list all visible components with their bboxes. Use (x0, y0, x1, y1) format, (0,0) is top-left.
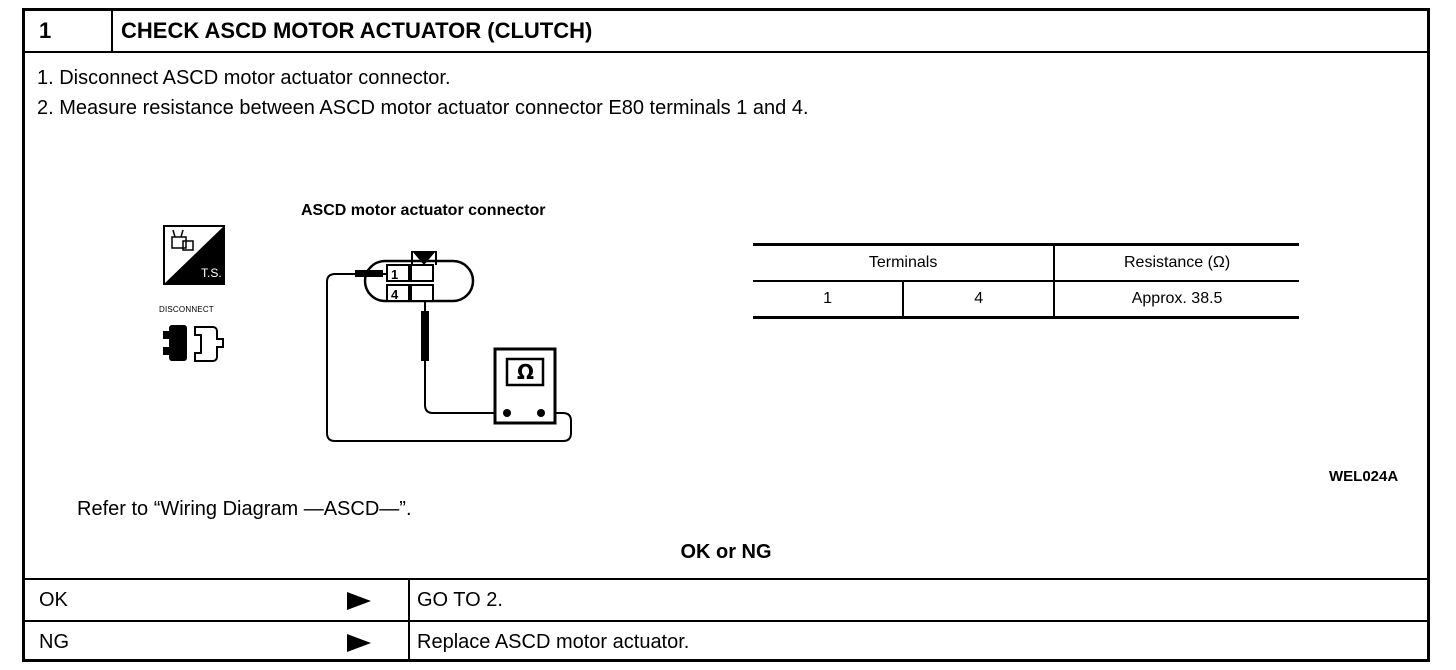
terminal-a-cell: 1 (823, 290, 832, 307)
procedure-title: CHECK ASCD MOTOR ACTUATOR (CLUTCH) (121, 18, 593, 43)
procedure-header: 1 CHECK ASCD MOTOR ACTUATOR (CLUTCH) (25, 11, 1427, 53)
resistance-header: Resistance (Ω) (1053, 244, 1299, 281)
ok-ng-heading: OK or NG (680, 541, 772, 563)
inspection-procedure-frame: 1 CHECK ASCD MOTOR ACTUATOR (CLUTCH) 1. … (22, 8, 1430, 662)
result-row-ng: NG Replace ASCD motor actuator. (25, 620, 1427, 662)
result-row-ok: OK GO TO 2. (25, 578, 1427, 620)
result-divider (408, 580, 410, 620)
figure-label: ASCD motor actuator connector (301, 202, 546, 219)
disconnect-icon-label: DISCONNECT (159, 305, 214, 314)
result-divider (408, 622, 410, 662)
resistance-table-header: Terminals Resistance (Ω) (753, 244, 1299, 281)
tester-icon: T.S. (163, 225, 225, 285)
measurement-diagram: 1 4 Ω (326, 251, 572, 442)
step-number: 1 (25, 11, 113, 51)
tester-icon-label: T.S. (201, 266, 222, 280)
wiring-diagram-reference[interactable]: Refer to “Wiring Diagram —ASCD—”. (77, 498, 412, 520)
result-action-ok[interactable]: GO TO 2. (417, 589, 503, 611)
result-label-ok: OK (39, 589, 68, 611)
arrow-right-icon (347, 634, 371, 652)
instruction-step-2: 2. Measure resistance between ASCD motor… (37, 97, 809, 119)
instruction-step-1: 1. Disconnect ASCD motor actuator connec… (37, 67, 451, 89)
result-label-ng: NG (39, 631, 69, 653)
disconnect-icon (163, 325, 224, 362)
connector-pin-4: 4 (391, 287, 399, 302)
figure-code: WEL024A (1329, 468, 1399, 485)
terminal-b-cell: 4 (902, 281, 1055, 318)
ohm-symbol: Ω (517, 360, 534, 384)
arrow-right-icon (347, 592, 371, 610)
resistance-value-cell: Approx. 38.5 (1053, 281, 1299, 318)
resistance-table: Terminals Resistance (Ω) 1 4 Approx. 38.… (753, 243, 1299, 319)
table-row: 1 4 Approx. 38.5 (753, 281, 1299, 318)
terminals-header: Terminals (868, 254, 938, 271)
result-action-ng: Replace ASCD motor actuator. (417, 631, 690, 653)
connector-pin-1: 1 (391, 267, 398, 282)
